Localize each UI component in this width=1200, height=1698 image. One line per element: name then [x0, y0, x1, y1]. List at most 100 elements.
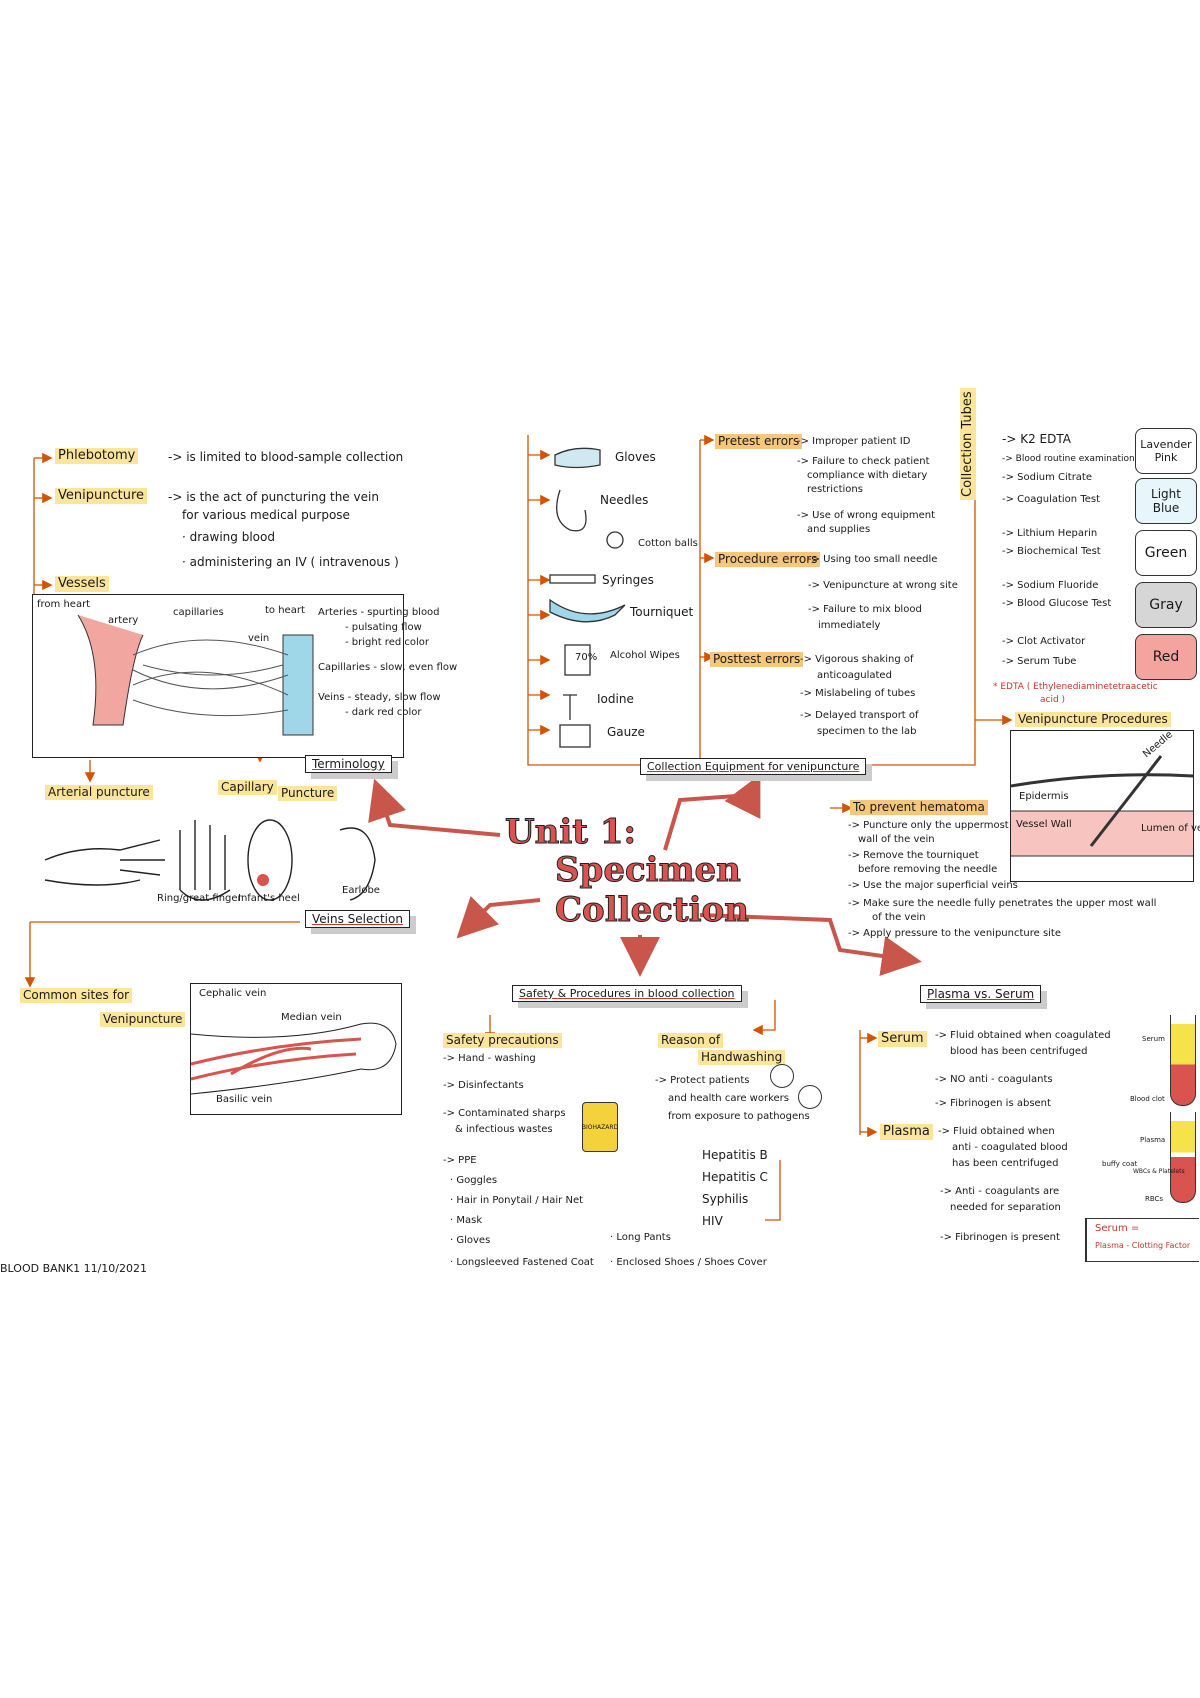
posttest-errors-label: Posttest errors	[710, 652, 804, 667]
syringes-label: Syringes	[602, 573, 654, 587]
tube-plasma-label: Plasma	[1140, 1136, 1166, 1144]
terminology-label: Terminology	[305, 755, 392, 773]
venipuncture-def2: for various medical purpose	[182, 508, 350, 522]
reason-1: -> Protect patients	[655, 1075, 750, 1086]
gloves-icon	[554, 447, 601, 469]
median-vein-label: Median vein	[281, 1012, 342, 1023]
center-to-veins-arrow	[456, 896, 541, 939]
equipment-icons	[549, 447, 626, 748]
ppe-mask: · Mask	[450, 1215, 483, 1226]
pretest-1: -> Improper patient ID	[797, 436, 911, 447]
arm-veins-box: Cephalic vein Median vein Basilic vein	[190, 983, 402, 1115]
safety-p1: -> Hand - washing	[443, 1053, 536, 1064]
capillaries-label: capillaries	[173, 607, 224, 618]
tube-lavender-text: Lavender	[1140, 438, 1192, 451]
pretest-2c: restrictions	[807, 484, 863, 495]
hematoma-1b: wall of the vein	[858, 834, 935, 845]
hematoma-1: -> Puncture only the uppermost	[848, 820, 1009, 831]
cephalic-vein-label: Cephalic vein	[199, 988, 267, 999]
veins-text: Veins - steady, slow flow	[318, 692, 441, 703]
common-sites-label2: Venipuncture	[100, 1012, 186, 1027]
ppe-shoes: · Enclosed Shoes / Shoes Cover	[610, 1257, 767, 1268]
safety-label: Safety & Procedures in blood collection	[512, 985, 742, 1002]
pretest-3: -> Use of wrong equipment	[797, 510, 936, 521]
hepatitis-b: Hepatitis B	[702, 1148, 768, 1162]
venipuncture-procedures-label: Venipuncture Procedures	[1015, 712, 1171, 727]
serum-term: Serum	[878, 1031, 927, 1048]
alcohol-percent: 70%	[575, 652, 598, 663]
tube-green: Green	[1135, 530, 1197, 576]
tube-k2-edta: -> K2 EDTA	[1002, 432, 1071, 446]
center-to-equipment-arrow	[663, 774, 761, 851]
pathogen-icon	[770, 1064, 794, 1088]
equipment-branch-line	[527, 435, 650, 766]
ring-finger-label: Ring/great finger	[157, 893, 242, 904]
tube-k2-use: -> Blood routine examination	[1002, 454, 1135, 464]
hematoma-2b: before removing the needle	[858, 864, 998, 875]
safety-p3b: & infectious wastes	[455, 1124, 553, 1135]
needle-skin-illustration	[1011, 755, 1193, 857]
pathogen-icon-2	[798, 1085, 822, 1109]
safety-precautions-label: Safety precautions	[443, 1033, 562, 1048]
cotton-balls-label: Cotton balls	[638, 538, 698, 549]
posttest-3: -> Delayed transport of	[800, 710, 919, 721]
tube-rbc-label: RBCs	[1145, 1195, 1164, 1203]
plasma-2: -> Anti - coagulants are	[940, 1186, 1060, 1197]
phlebotomy-def: -> is limited to blood-sample collection	[168, 450, 404, 464]
plasma-2b: needed for separation	[950, 1202, 1061, 1213]
collection-tubes-title: Collection Tubes	[960, 388, 977, 500]
reason-3: from exposure to pathogens	[668, 1111, 810, 1122]
needle-diagram-box: Needle Epidermis Vessel Wall Lumen of ve…	[1010, 729, 1200, 882]
veins-text2: - dark red color	[345, 707, 422, 718]
capillary-label: Capillary	[218, 780, 277, 795]
venipuncture-term: Venipuncture	[55, 488, 148, 505]
arteries-text3: - bright red color	[345, 637, 430, 648]
needles-label: Needles	[600, 493, 649, 507]
hematoma-4: -> Make sure the needle fully penetrates…	[848, 898, 1157, 909]
footer-text: BLOOD BANK1 11/10/2021	[0, 1262, 147, 1275]
pretest-2b: compliance with dietary	[807, 470, 928, 481]
hematoma-2: -> Remove the tourniquet	[848, 850, 979, 861]
vessel-wall-label: Vessel Wall	[1016, 819, 1072, 830]
iodine-icon	[563, 694, 577, 720]
vessels-illustration	[77, 614, 314, 736]
posttest-2: -> Mislabeling of tubes	[800, 688, 916, 699]
serum-equation-2: Plasma - Clotting Factor	[1095, 1241, 1191, 1250]
artery-label: artery	[108, 615, 139, 626]
ppe-coat: · Longsleeved Fastened Coat	[450, 1257, 594, 1268]
biohazard-container-icon: BIOHAZARD	[582, 1102, 618, 1152]
edta-note2: acid )	[1040, 695, 1066, 705]
cotton-balls-icon	[606, 531, 624, 549]
reason-label: Reason of	[658, 1033, 724, 1048]
tourniquet-label: Tourniquet	[630, 605, 694, 619]
pretest-errors-label: Pretest errors	[715, 434, 803, 449]
to-heart-label: to heart	[265, 605, 305, 616]
phlebotomy-term: Phlebotomy	[55, 448, 139, 465]
hiv: HIV	[702, 1214, 723, 1228]
hematoma-5: -> Apply pressure to the venipuncture si…	[848, 928, 1062, 939]
gauze-icon	[559, 724, 591, 748]
gloves-label: Gloves	[615, 450, 656, 464]
hematoma-4b: of the vein	[872, 912, 926, 923]
safety-p3: -> Contaminated sharps	[443, 1108, 566, 1119]
tube-serum-label: Serum	[1142, 1035, 1165, 1043]
plasma-test-tube	[1170, 1112, 1196, 1203]
tube-serum: -> Serum Tube	[1002, 656, 1077, 667]
arm-veins-illustration	[191, 1022, 397, 1095]
center-title-line3: Collection	[555, 890, 750, 930]
earlobe-label: Earlobe	[342, 885, 380, 896]
basilic-vein-label: Basilic vein	[216, 1094, 273, 1105]
serum-equation-1: Serum =	[1095, 1223, 1140, 1234]
tube-blue-text: Blue	[1152, 501, 1180, 515]
serum-1b: blood has been centrifuged	[950, 1046, 1088, 1057]
procedure-3: -> Failure to mix blood	[808, 604, 922, 615]
capillaries-text: Capillaries - slow, even flow	[318, 662, 458, 673]
ppe-hair: · Hair in Ponytail / Hair Net	[450, 1195, 584, 1206]
hepatitis-c: Hepatitis C	[702, 1170, 768, 1184]
common-sites-label: Common sites for	[20, 988, 133, 1003]
arterial-puncture-label: Arterial puncture	[45, 785, 153, 800]
arteries-text: Arteries - spurting blood	[318, 607, 440, 618]
